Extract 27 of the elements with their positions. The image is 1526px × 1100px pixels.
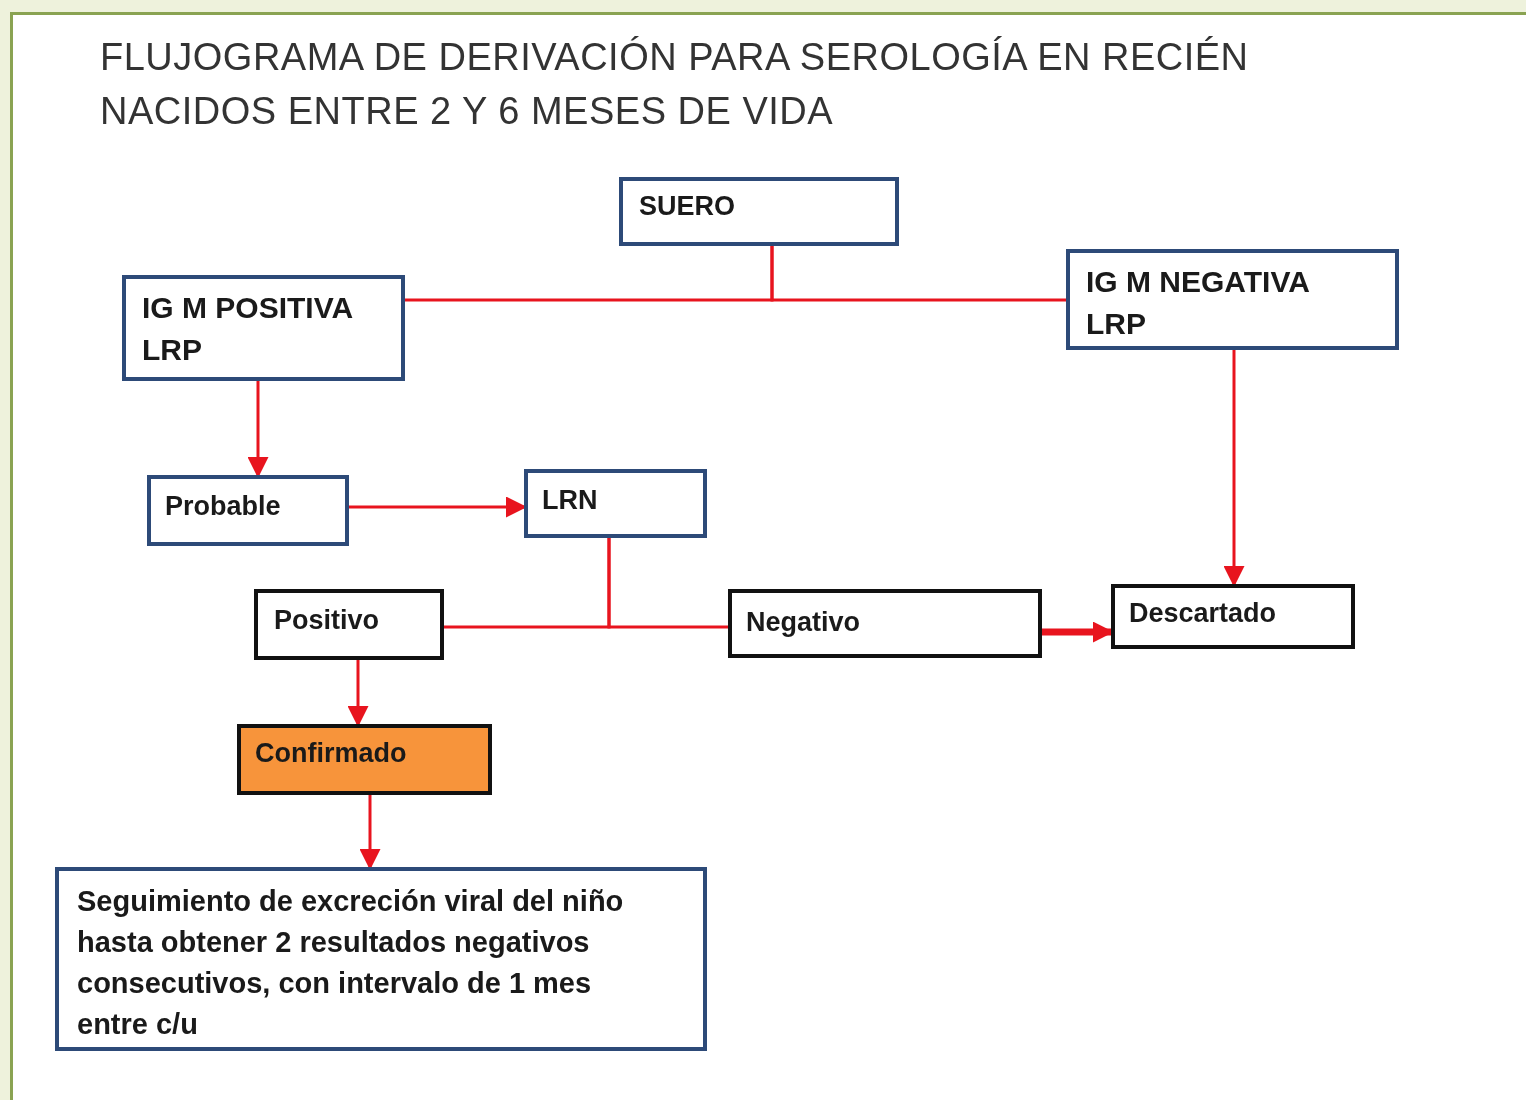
title: FLUJOGRAMA DE DERIVACIÓN PARA SEROLOGÍA EN RECIÉN NACIDOS ENTRE 2 Y 6 MESES DE VIDA (100, 35, 1250, 134)
box-text: LRN (542, 484, 599, 517)
box-text: Confirmado (255, 737, 408, 770)
connector-line (770, 246, 1066, 302)
box-text: Positivo (274, 604, 381, 637)
box-text: SUERO (639, 190, 737, 223)
result-box (1111, 584, 1355, 649)
process-box (147, 475, 349, 546)
box-text: Descartado (1129, 597, 1278, 630)
arrow (359, 795, 381, 870)
process-box (122, 275, 405, 381)
box-text: IG M NEGATIVA LRP (1086, 264, 1310, 342)
box-text: IG M POSITIVA LRP (142, 290, 354, 368)
arrow (247, 381, 269, 478)
result-box (728, 589, 1042, 658)
connector-line (607, 538, 728, 629)
box-text: Probable (165, 490, 282, 523)
process-box (524, 469, 707, 538)
process-box (619, 177, 899, 246)
note-box (55, 867, 707, 1051)
arrow (1223, 350, 1245, 587)
confirmed-box (237, 724, 492, 795)
result-box (254, 589, 444, 660)
process-box (1066, 249, 1399, 350)
box-text: Negativo (746, 606, 862, 639)
arrow (347, 660, 369, 727)
box-text: Seguimiento de excreción viral del niño hasta obtener 2 resultados negativos consecutivos, con intervalo de 1 mes entre c/u (77, 884, 625, 1042)
